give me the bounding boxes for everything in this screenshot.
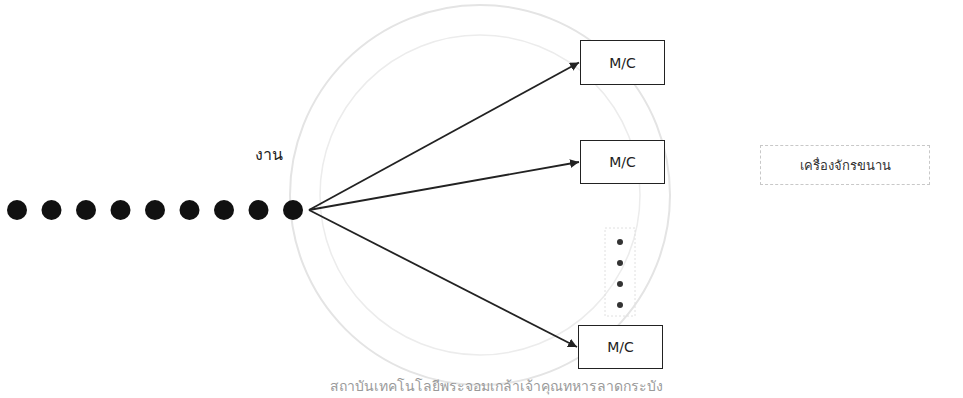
- queue-label: งาน: [255, 142, 283, 167]
- vertical-ellipsis: [617, 239, 623, 308]
- machine-box: M/C: [578, 325, 663, 369]
- machine-label: M/C: [609, 55, 636, 71]
- job-dot: [76, 200, 96, 220]
- seal-watermark: [290, 5, 670, 385]
- job-dot: [214, 200, 234, 220]
- machine-box: M/C: [580, 40, 665, 85]
- job-dot: [42, 200, 62, 220]
- ellipsis-frame: [605, 228, 635, 316]
- job-queue: งาน: [5, 140, 305, 225]
- machine-label: M/C: [607, 339, 634, 355]
- arrow-connector: [309, 162, 579, 210]
- watermark-text: สถาบันเทคโนโลยีพระจอมเกล้าเจ้าคุณทหารลาด…: [330, 375, 663, 397]
- job-dot: [111, 200, 131, 220]
- job-dot: [7, 200, 27, 220]
- machine-box: M/C: [580, 140, 665, 184]
- note-box: เครื่องจักรขนาน: [760, 145, 930, 185]
- job-dot: [249, 200, 269, 220]
- arrow-connector: [309, 210, 577, 347]
- arrow-connector: [309, 63, 579, 211]
- job-dot: [283, 200, 303, 220]
- note-text: เครื่องจักรขนาน: [800, 155, 891, 176]
- job-dot: [180, 200, 200, 220]
- machine-label: M/C: [609, 154, 636, 170]
- job-dot: [145, 200, 165, 220]
